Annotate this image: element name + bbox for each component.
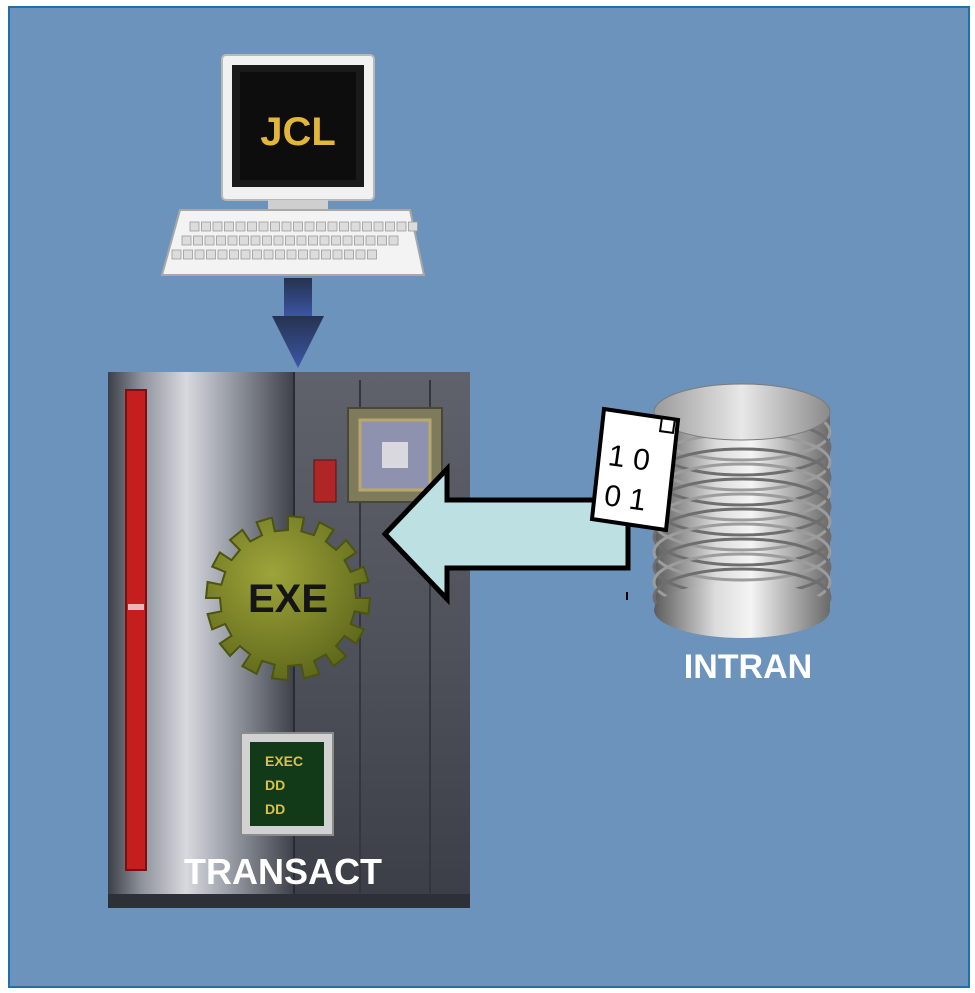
submit-arrow	[272, 278, 324, 368]
keyboard-key	[235, 221, 246, 232]
jcl-screen-text: JCL	[260, 110, 336, 154]
keyboard-key	[388, 235, 399, 246]
keyboard-key	[206, 249, 216, 260]
keyboard-key	[373, 221, 384, 232]
keyboard-key	[183, 249, 193, 260]
terminal: JCL	[160, 54, 426, 276]
keyboard-key	[204, 235, 215, 246]
dataset-label: INTRAN	[684, 648, 812, 686]
status-light-strip	[125, 389, 147, 871]
keyboard-key	[247, 221, 257, 232]
keyboard-key	[189, 221, 200, 232]
keyboard-key	[201, 221, 211, 232]
disk-platter	[652, 507, 832, 567]
mainframe-base	[108, 894, 470, 908]
input-data-arrow	[381, 462, 631, 606]
keyboard-key	[275, 249, 285, 260]
keyboard-key	[309, 249, 320, 260]
keyboard-key	[342, 235, 353, 246]
exe-gear	[204, 514, 372, 682]
keyboard-key	[252, 249, 262, 260]
dataset-disk: INTRAN	[652, 383, 832, 686]
keyboard-keys	[171, 221, 418, 260]
keyboard-key	[367, 249, 377, 260]
jcl-card-line-dd: DD	[265, 801, 285, 817]
jcl-card-screen	[250, 742, 324, 826]
submit-arrow-head	[272, 316, 324, 368]
disk-platter	[652, 522, 832, 582]
keyboard-key	[194, 249, 205, 260]
keyboard-key	[331, 235, 341, 246]
keyboard-key	[308, 235, 318, 246]
jcl-card-line-dd: DD	[265, 777, 285, 793]
monitor-screen-inner	[240, 72, 356, 180]
exe-gear-label: EXE	[248, 577, 328, 621]
keyboard-key	[216, 235, 226, 246]
keyboard-key	[396, 221, 407, 232]
data-record-bits-row-2: 0 1	[602, 479, 648, 517]
keyboard-key	[263, 249, 274, 260]
keyboard-key	[285, 235, 295, 246]
keyboard-key	[286, 249, 297, 260]
keyboard-key	[273, 235, 284, 246]
keyboard-key	[354, 235, 364, 246]
keyboard-key	[240, 249, 251, 260]
mainframe: EXE EXEC DD DD TRANSACT	[108, 372, 470, 908]
keyboard-key	[224, 221, 234, 232]
keyboard-key	[296, 235, 307, 246]
disk-bottom	[654, 582, 830, 638]
keyboard-key	[239, 235, 249, 246]
data-record-corner	[658, 417, 676, 435]
keyboard-key	[281, 221, 292, 232]
keyboard-key	[217, 249, 228, 260]
keyboard-key	[355, 249, 366, 260]
keyboard-key	[321, 249, 331, 260]
status-light-indicator	[128, 604, 144, 610]
keyboard-key	[332, 249, 343, 260]
keyboard-key	[171, 249, 182, 260]
submit-arrow-shaft	[284, 278, 312, 318]
disk-top	[653, 383, 831, 441]
keyboard-key	[193, 235, 203, 246]
processor-chip-core	[382, 442, 408, 468]
keyboard-key	[350, 221, 361, 232]
monitor-stand	[268, 200, 328, 210]
keyboard-key	[250, 235, 261, 246]
keyboard-key	[362, 221, 372, 232]
keyboard-key	[339, 221, 349, 232]
keyboard-key	[365, 235, 376, 246]
keyboard-key	[270, 221, 280, 232]
keyboard-key	[293, 221, 303, 232]
keyboard-key	[344, 249, 354, 260]
red-switch-panel	[313, 459, 337, 503]
data-record: 1 0 0 1	[589, 406, 681, 533]
keyboard-key	[304, 221, 315, 232]
keyboard-key	[408, 221, 418, 232]
keyboard-key	[316, 221, 326, 232]
keyboard-key	[377, 235, 387, 246]
keyboard-key	[229, 249, 239, 260]
jcl-card-line-exec: EXEC	[265, 753, 303, 769]
keyboard-key	[258, 221, 269, 232]
data-record-bits-row-1: 1 0	[606, 439, 652, 477]
keyboard-key	[181, 235, 192, 246]
mainframe-label: TRANSACT	[184, 851, 382, 892]
data-record-card	[589, 406, 681, 533]
keyboard-key	[262, 235, 272, 246]
keyboard-key	[385, 221, 395, 232]
keyboard-key	[227, 235, 238, 246]
keyboard-key	[319, 235, 330, 246]
keyboard-key	[298, 249, 308, 260]
keyboard-key	[327, 221, 338, 232]
keyboard-key	[212, 221, 223, 232]
